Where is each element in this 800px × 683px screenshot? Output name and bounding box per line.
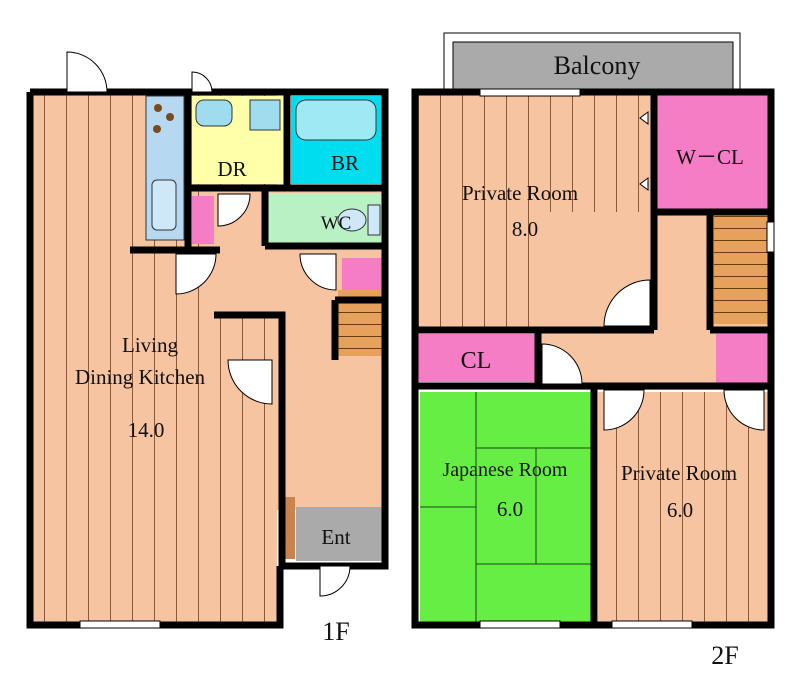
window [766, 221, 775, 253]
private-room-6 [598, 392, 768, 622]
private2-size: 6.0 [667, 498, 693, 522]
washing-machine [249, 99, 281, 131]
toilet-tank [367, 204, 381, 236]
private1-name: Private Room [462, 181, 578, 205]
balcony-label: Balcony [554, 51, 641, 80]
private2-name: Private Room [621, 461, 737, 485]
first-floor: Living Dining Kitchen 14.0 DR BR WC Ent … [26, 51, 389, 646]
ldk-name2: Dining Kitchen [75, 365, 206, 389]
window [479, 88, 581, 97]
tatami-lines [420, 392, 592, 622]
doors-2f [541, 279, 765, 431]
wcl-label: W－CL [676, 145, 744, 169]
closet-small [342, 258, 382, 290]
ldk-size: 14.0 [128, 418, 165, 442]
window [479, 620, 561, 629]
walls-2f [411, 88, 775, 629]
dr-label: DR [217, 157, 246, 181]
wc-label: WC [321, 213, 352, 234]
stove-burner [153, 125, 161, 133]
entrance [296, 507, 382, 561]
washbasin [195, 99, 233, 127]
ent-label: Ent [321, 525, 350, 549]
window [611, 620, 693, 629]
floor-label-2f: 2F [711, 641, 738, 670]
closet-small [192, 196, 214, 244]
stairs-2f [714, 216, 768, 324]
cl-closet [418, 334, 536, 382]
japanese-name: Japanese Room [443, 459, 568, 481]
w-cl [654, 95, 768, 209]
br-label: BR [331, 151, 359, 175]
closet-door-marks [639, 111, 649, 191]
stove-burner [154, 104, 162, 112]
ldk-name1: Living [122, 333, 178, 357]
cl-label: CL [461, 348, 492, 374]
window [79, 620, 161, 629]
kitchen-sink [151, 179, 177, 231]
second-floor: Balcony Private Room 8.0 W－CL CL Japanes… [411, 32, 775, 670]
stove-burner [166, 113, 174, 121]
balcony-inner [452, 41, 734, 93]
toilet [337, 208, 367, 232]
closet-small-2f [716, 334, 768, 384]
bathtub [295, 99, 377, 141]
japanese-size: 6.0 [497, 497, 523, 521]
private1-size: 8.0 [512, 217, 538, 241]
floor-label-1f: 1F [322, 617, 349, 646]
doors-1f [66, 51, 351, 597]
